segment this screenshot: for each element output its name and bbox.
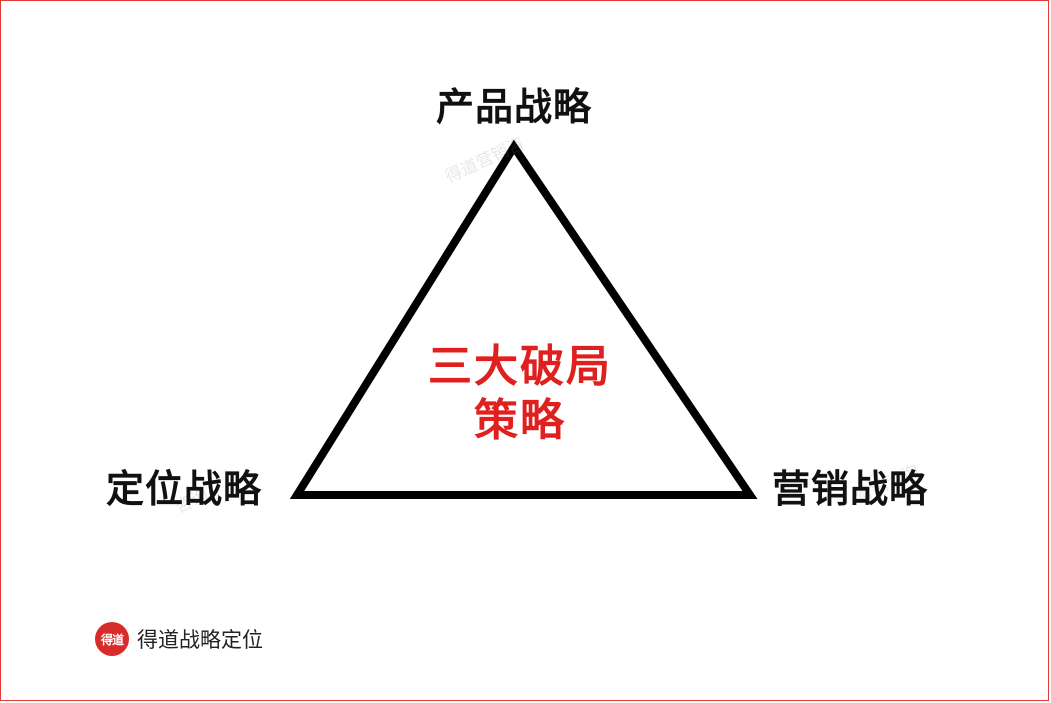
node-product-strategy: 产品战略 bbox=[436, 85, 593, 129]
footer-brand: 得道 得道战略定位 bbox=[95, 622, 263, 656]
triangle-shape bbox=[289, 139, 758, 499]
brand-name: 得道战略定位 bbox=[137, 628, 263, 652]
center-title-line2: 策略 bbox=[474, 395, 566, 446]
brand-logo-icon: 得道 bbox=[95, 622, 129, 656]
center-title-line1: 三大破局 bbox=[428, 341, 612, 392]
node-positioning-strategy: 定位战略 bbox=[106, 467, 263, 511]
center-title: 三大破局 策略 bbox=[395, 340, 645, 448]
node-marketing-strategy: 营销战略 bbox=[772, 467, 929, 511]
